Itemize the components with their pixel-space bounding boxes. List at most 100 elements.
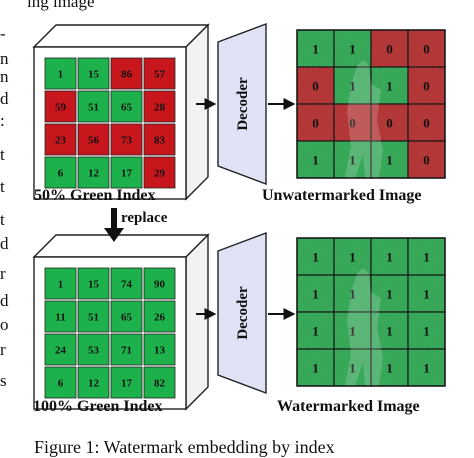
index-value: 51 <box>88 312 99 324</box>
replace-label: replace <box>121 210 168 226</box>
index-cell <box>110 156 143 189</box>
bit-cell <box>333 103 372 142</box>
index-cell <box>77 333 110 366</box>
bottom-image-label: Watermarked Image <box>277 398 420 415</box>
bit-cell <box>370 103 409 142</box>
index-cell <box>77 366 110 399</box>
margin-text-fragment: s <box>0 372 7 389</box>
index-value: 13 <box>154 345 166 357</box>
index-cell <box>110 366 143 399</box>
index-value: 23 <box>55 135 67 147</box>
top-cube-label: 50% Green Index <box>34 187 156 204</box>
index-cell <box>143 300 176 333</box>
index-value: 6 <box>58 378 64 390</box>
replace-arrow-head <box>104 228 124 242</box>
decoder-shape <box>217 231 267 395</box>
index-value: 24 <box>55 345 67 357</box>
index-cell <box>77 300 110 333</box>
index-value: 82 <box>154 378 166 390</box>
index-cell <box>143 267 176 300</box>
index-cell <box>110 267 143 300</box>
bit-value: 1 <box>349 153 356 168</box>
bit-value: 1 <box>312 324 319 339</box>
margin-text-fragment: d <box>0 292 9 309</box>
bit-value: 1 <box>349 42 356 57</box>
bit-cell <box>333 140 372 179</box>
index-cell <box>143 90 176 123</box>
decoder-label: Decoder <box>235 77 251 131</box>
index-value: 17 <box>121 168 133 180</box>
index-value: 15 <box>88 69 100 81</box>
replace-arrow-shaft <box>111 208 117 230</box>
bit-value: 1 <box>423 361 430 376</box>
bit-value: 0 <box>312 79 319 94</box>
bit-value: 1 <box>312 287 319 302</box>
bit-value: 1 <box>386 250 393 265</box>
index-cell <box>77 90 110 123</box>
index-value: 28 <box>154 102 166 114</box>
unwatermarked-image-grid: 1100011000001110 <box>296 29 446 179</box>
index-value: 26 <box>154 312 166 324</box>
index-cell <box>77 156 110 189</box>
index-cell <box>77 123 110 156</box>
bit-cell <box>296 348 335 387</box>
index-cell <box>110 300 143 333</box>
bit-cell <box>370 311 409 350</box>
index-value: 83 <box>154 135 166 147</box>
image-border <box>296 237 446 387</box>
bit-value: 1 <box>349 361 356 376</box>
index-cell <box>110 333 143 366</box>
margin-text-fragment: r <box>0 265 6 282</box>
figure-caption: Figure 1: Watermark embedding by index <box>34 437 335 457</box>
bit-value: 0 <box>423 79 430 94</box>
image-border <box>296 29 446 179</box>
index-value: 86 <box>121 69 133 81</box>
cube-side-face <box>185 23 209 201</box>
index-cell <box>44 156 77 189</box>
index-value: 74 <box>121 279 133 291</box>
bit-value: 0 <box>386 116 393 131</box>
top-decoder: Decoder <box>217 22 267 186</box>
bit-cell <box>407 66 446 105</box>
bit-value: 1 <box>386 324 393 339</box>
index-cell <box>44 57 77 90</box>
margin-text-fragment: d <box>0 235 9 252</box>
index-value: 11 <box>55 312 65 324</box>
index-value: 56 <box>88 135 100 147</box>
index-cell <box>77 267 110 300</box>
index-value: 12 <box>88 168 100 180</box>
index-value: 15 <box>88 279 100 291</box>
decoder-shape <box>217 22 267 186</box>
bit-value: 0 <box>349 116 356 131</box>
index-value: 51 <box>88 102 99 114</box>
index-value: 1 <box>58 279 64 291</box>
bottom-cube-label: 100% Green Index <box>33 398 163 415</box>
index-value: 65 <box>121 312 133 324</box>
bit-cell <box>370 29 409 68</box>
bit-value: 1 <box>312 153 319 168</box>
watermarked-image-grid: 1111111111111111 <box>296 237 446 387</box>
flow-arrows <box>104 98 296 320</box>
index-value: 71 <box>121 345 132 357</box>
bit-value: 0 <box>423 116 430 131</box>
index-cell <box>44 267 77 300</box>
bit-value: 0 <box>312 116 319 131</box>
index-cell <box>44 333 77 366</box>
bit-cell <box>407 274 446 313</box>
margin-text-fragment: t <box>0 146 5 163</box>
margin-text-fragment: t <box>0 211 5 228</box>
margin-text-fragment: r <box>0 341 6 358</box>
index-value: 65 <box>121 102 133 114</box>
bit-value: 1 <box>349 287 356 302</box>
margin-text-fragment: o <box>0 316 9 333</box>
margin-text-fragment: t <box>0 178 5 195</box>
bit-value: 1 <box>312 42 319 57</box>
bit-value: 1 <box>386 79 393 94</box>
index-cell <box>143 57 176 90</box>
index-cell <box>44 90 77 123</box>
statue-silhouette <box>345 61 383 178</box>
cube-side-face <box>185 233 209 411</box>
index-cell <box>143 333 176 366</box>
bit-value: 1 <box>423 250 430 265</box>
